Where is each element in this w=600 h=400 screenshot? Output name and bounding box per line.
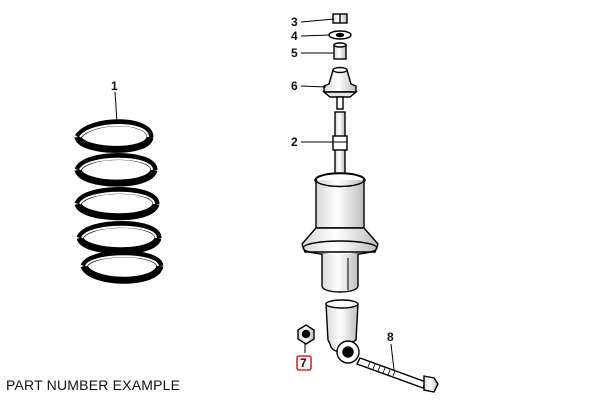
callout-7-highlight-box <box>296 355 312 371</box>
callout-2: 2 <box>291 135 298 149</box>
callout-6: 6 <box>291 79 298 93</box>
leader-lines <box>114 18 395 371</box>
coil-spring <box>74 119 164 284</box>
callout-1: 1 <box>111 79 118 93</box>
upper-bushing <box>333 42 347 60</box>
mounting-bolt <box>356 357 439 393</box>
callout-7: 7 <box>300 356 307 370</box>
lock-nut <box>297 324 315 345</box>
callout-4: 4 <box>291 29 298 43</box>
callout-8: 8 <box>387 330 394 344</box>
lower-eye-mount <box>325 299 360 364</box>
callout-3: 3 <box>291 15 298 29</box>
callout-5: 5 <box>291 46 298 60</box>
top-nut <box>332 13 348 24</box>
shock-absorber <box>297 13 439 393</box>
piston-rod <box>332 111 348 177</box>
shock-body <box>301 172 379 293</box>
upper-mount <box>322 66 358 98</box>
diagram-caption: PART NUMBER EXAMPLE <box>6 377 181 393</box>
